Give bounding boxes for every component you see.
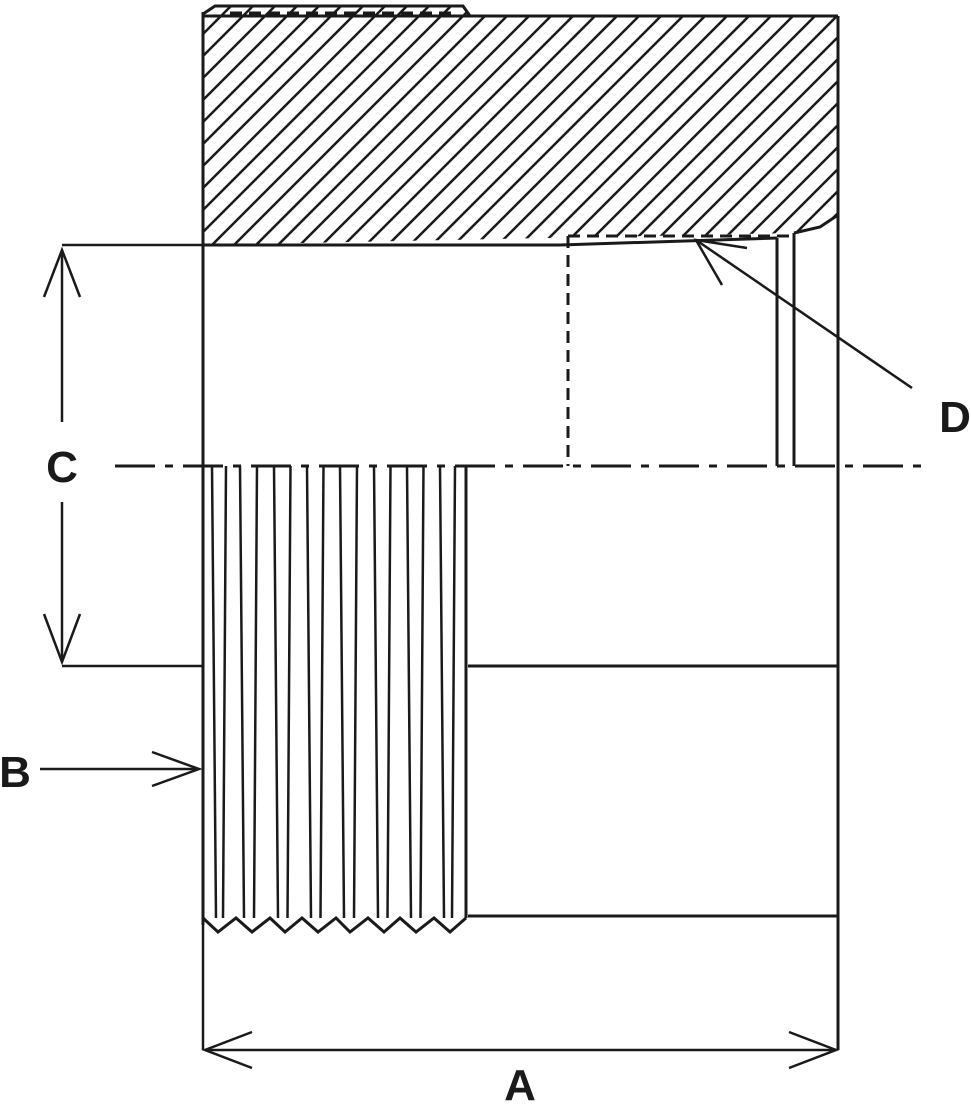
hidden-lines xyxy=(230,11,790,466)
hatch-line xyxy=(580,6,827,245)
hatch-line xyxy=(203,6,431,245)
hatch-line xyxy=(0,5,188,250)
leader-b xyxy=(40,750,203,788)
hatch-line xyxy=(203,6,277,245)
thread-flank xyxy=(210,465,228,919)
label-c: C xyxy=(46,443,78,492)
leader-d xyxy=(693,238,913,390)
hatch-line xyxy=(203,6,233,245)
hatch-line xyxy=(602,6,838,245)
hatch-line xyxy=(338,6,585,245)
hatch-line xyxy=(514,6,761,245)
hatch-line xyxy=(294,6,541,245)
thread-flank xyxy=(405,465,425,919)
hatch-line xyxy=(712,6,838,245)
hatch-line xyxy=(426,6,673,245)
hatch-line xyxy=(955,5,971,250)
hatch-line xyxy=(867,5,971,250)
hatch-line xyxy=(228,6,475,245)
hatch-line xyxy=(203,6,365,245)
hatch-line xyxy=(668,6,838,245)
hatch-line xyxy=(250,6,497,245)
hatch-line xyxy=(272,6,519,245)
hatch-line xyxy=(889,5,971,250)
thread-section xyxy=(201,465,468,934)
hatch-line xyxy=(203,6,321,245)
fitting-body-outline xyxy=(201,4,840,1050)
label-b: B xyxy=(0,748,31,797)
section-hatch xyxy=(0,5,971,250)
hatch-line xyxy=(822,6,838,245)
hatch-line xyxy=(448,6,695,245)
hatch-line xyxy=(360,6,607,245)
hatch-line xyxy=(536,6,783,245)
thread-flank xyxy=(238,465,259,919)
hatch-line xyxy=(800,6,838,245)
hatch-line xyxy=(206,6,453,245)
hatch-line xyxy=(203,6,409,245)
hatch-line xyxy=(646,6,838,245)
thread-flank xyxy=(438,465,457,919)
hatch-line xyxy=(492,6,739,245)
hatch-line xyxy=(203,6,343,245)
hatch-line xyxy=(470,6,717,245)
hatch-line xyxy=(404,6,651,245)
hatch-line xyxy=(734,6,838,245)
thread-flank xyxy=(272,465,292,919)
hatch-line xyxy=(778,6,838,245)
hatch-line xyxy=(382,6,629,245)
label-d: D xyxy=(939,393,971,442)
hatch-line xyxy=(911,5,971,250)
hatch-line xyxy=(933,5,971,250)
label-a: A xyxy=(504,1061,536,1110)
hatch-line xyxy=(203,6,299,245)
hatch-line xyxy=(203,6,211,245)
thread-flank xyxy=(338,465,359,919)
hatch-line xyxy=(316,6,563,245)
dimension-c xyxy=(42,243,203,668)
hatch-line xyxy=(756,6,838,245)
thread-teeth xyxy=(201,916,467,934)
hatch-line xyxy=(845,5,971,250)
thread-flank xyxy=(305,465,325,919)
dimension-a xyxy=(201,925,840,1070)
hatch-line xyxy=(624,6,838,245)
hatch-line xyxy=(690,6,838,245)
hatch-line xyxy=(558,6,805,245)
hatch-line xyxy=(203,6,255,245)
thread-flank xyxy=(372,465,392,919)
hatch-line xyxy=(203,6,387,245)
